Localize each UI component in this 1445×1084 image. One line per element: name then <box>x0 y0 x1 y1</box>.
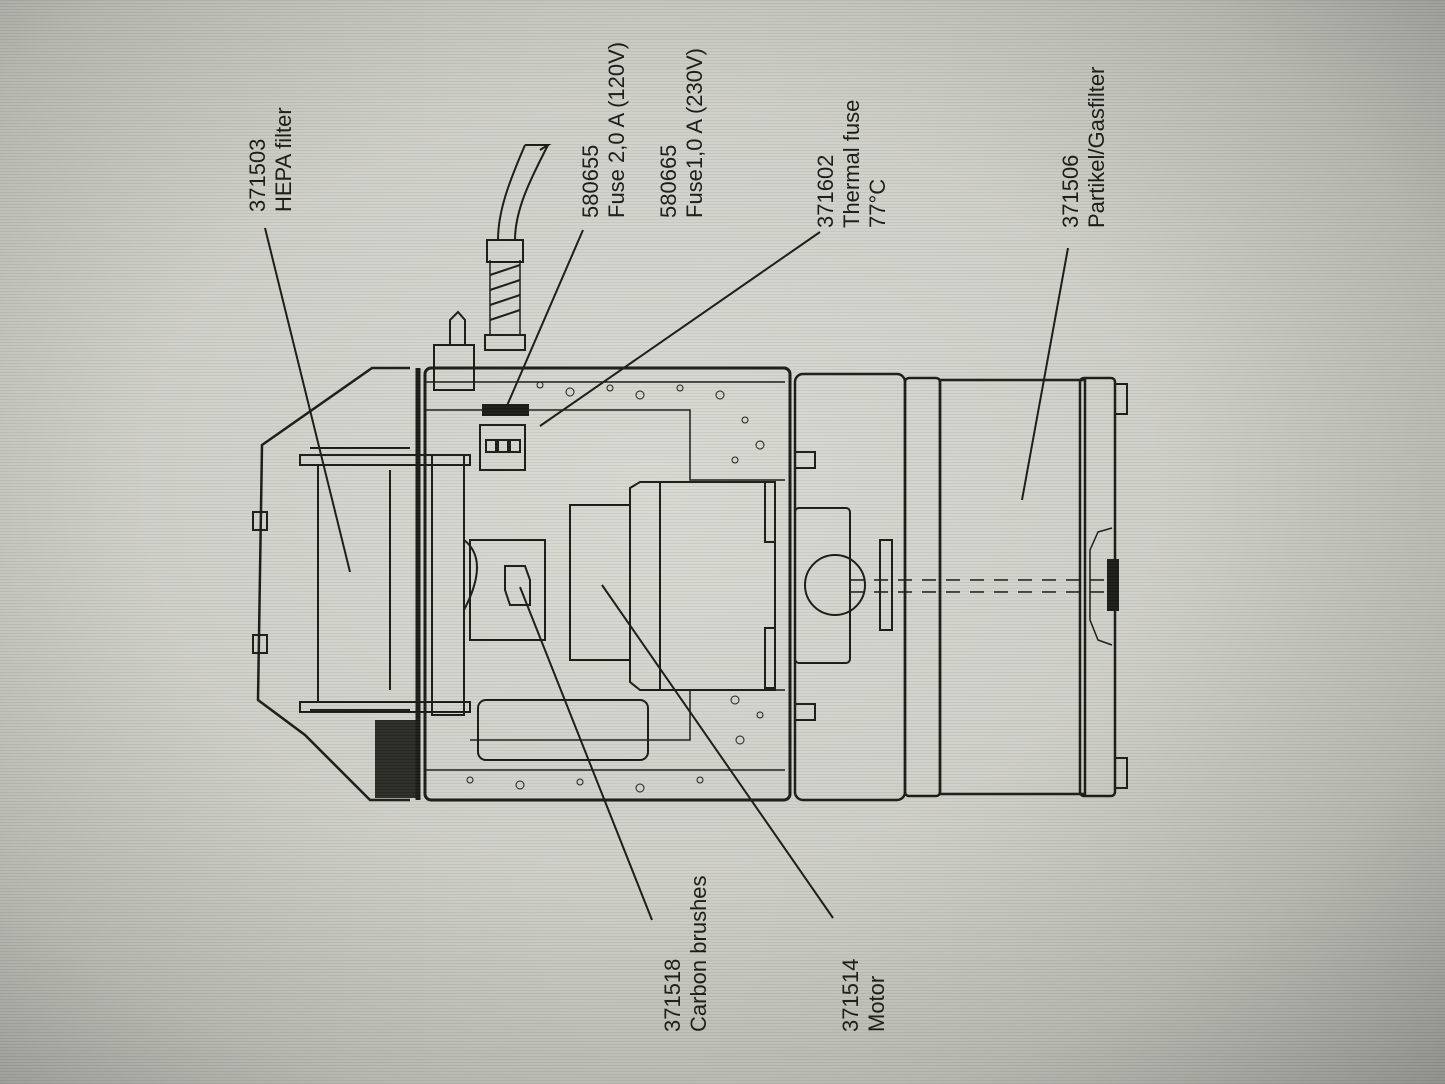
foam-texture <box>466 381 765 793</box>
filter-handle-icon <box>1107 559 1119 611</box>
part-name: Motor <box>864 975 889 1032</box>
hepa-filter-housing <box>252 366 471 802</box>
leader-fuse <box>505 229 584 409</box>
leader-lines <box>264 227 1069 921</box>
leader-motor <box>601 584 834 919</box>
leader-hepa <box>264 227 351 573</box>
motor-housing <box>423 144 792 802</box>
part-number: 371518 <box>660 958 685 1032</box>
part-number: 580655 <box>578 144 603 218</box>
part-name: Carbon brushes <box>686 875 711 1032</box>
part-number: 371514 <box>838 958 863 1032</box>
part-number: 580665 <box>656 144 681 218</box>
part-detail: 77°C <box>865 178 890 228</box>
part-name: Fuse1,0 A (230V) <box>682 48 707 218</box>
particle-gas-filter <box>850 376 1128 798</box>
label-fuse-230v: 580665 Fuse1,0 A (230V) <box>656 48 708 218</box>
label-motor: 371514 Motor <box>838 959 890 1032</box>
part-name: Fuse 2,0 A (120V) <box>604 41 629 218</box>
part-number: 371602 <box>813 154 838 228</box>
part-name: HEPA filter <box>271 107 296 212</box>
label-thermal-fuse: 371602 Thermal fuse 77°C <box>813 100 891 228</box>
part-number: 371503 <box>245 138 270 212</box>
part-name: Partikel/Gasfilter <box>1084 66 1109 228</box>
base-connector <box>793 372 907 802</box>
label-fuse-120v: 580655 Fuse 2,0 A (120V) <box>578 42 630 218</box>
seal-icon <box>375 720 417 798</box>
leader-thermal-fuse <box>539 231 821 427</box>
carbon-brush-icon <box>504 565 531 606</box>
label-carbon-brushes: 371518 Carbon brushes <box>660 875 712 1032</box>
label-particle-gas-filter: 371506 Partikel/Gasfilter <box>1058 67 1110 228</box>
leader-carbon-brushes <box>519 586 653 921</box>
part-number: 371506 <box>1058 154 1083 228</box>
power-cable-icon <box>484 144 552 351</box>
motor-icon <box>569 504 631 661</box>
label-hepa-filter: 371503 HEPA filter <box>245 107 297 212</box>
leader-filter <box>1021 247 1069 501</box>
part-name: Thermal fuse <box>839 99 864 228</box>
